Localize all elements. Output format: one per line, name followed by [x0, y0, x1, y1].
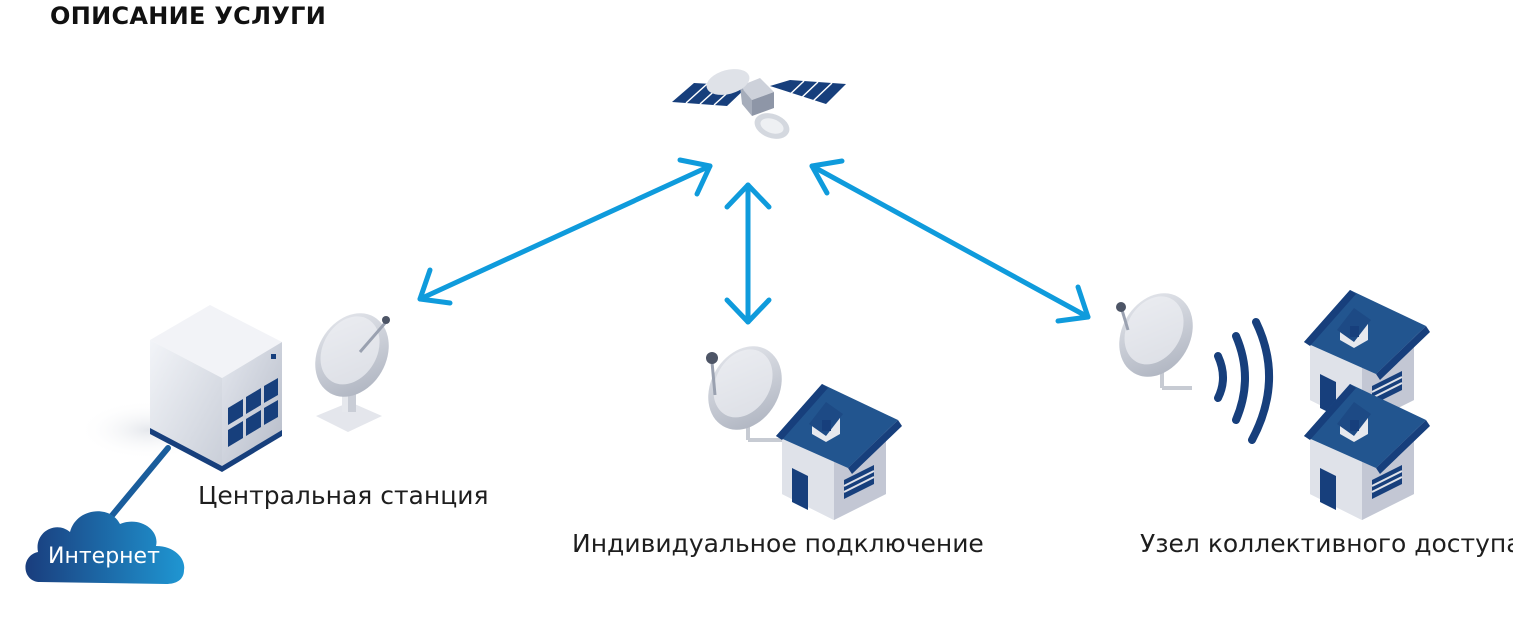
cloud-icon: [25, 511, 185, 584]
collective-node: [1104, 279, 1431, 521]
arrow-individual-satellite: [724, 182, 772, 325]
individual-connection: [693, 332, 903, 521]
link-arrows: [417, 157, 1091, 325]
central-station: [25, 299, 404, 584]
arrow-central-satellite: [417, 157, 713, 306]
dish-icon: [1104, 279, 1208, 391]
house-icon: [775, 383, 903, 521]
dish-icon: [693, 332, 797, 444]
dish-icon: [300, 299, 404, 432]
individual-connection-label: Индивидуальное подключение: [572, 529, 984, 558]
page-title: ОПИСАНИЕ УСЛУГИ: [50, 2, 327, 30]
internet-label: Интернет: [48, 544, 160, 569]
satellite-icon: [672, 69, 846, 139]
wifi-icon: [1214, 318, 1273, 444]
server-icon: [150, 305, 282, 472]
central-station-label: Центральная станция: [198, 481, 489, 510]
collective-node-label: Узел коллективного доступа: [1140, 529, 1513, 558]
arrow-node-satellite: [809, 158, 1091, 324]
